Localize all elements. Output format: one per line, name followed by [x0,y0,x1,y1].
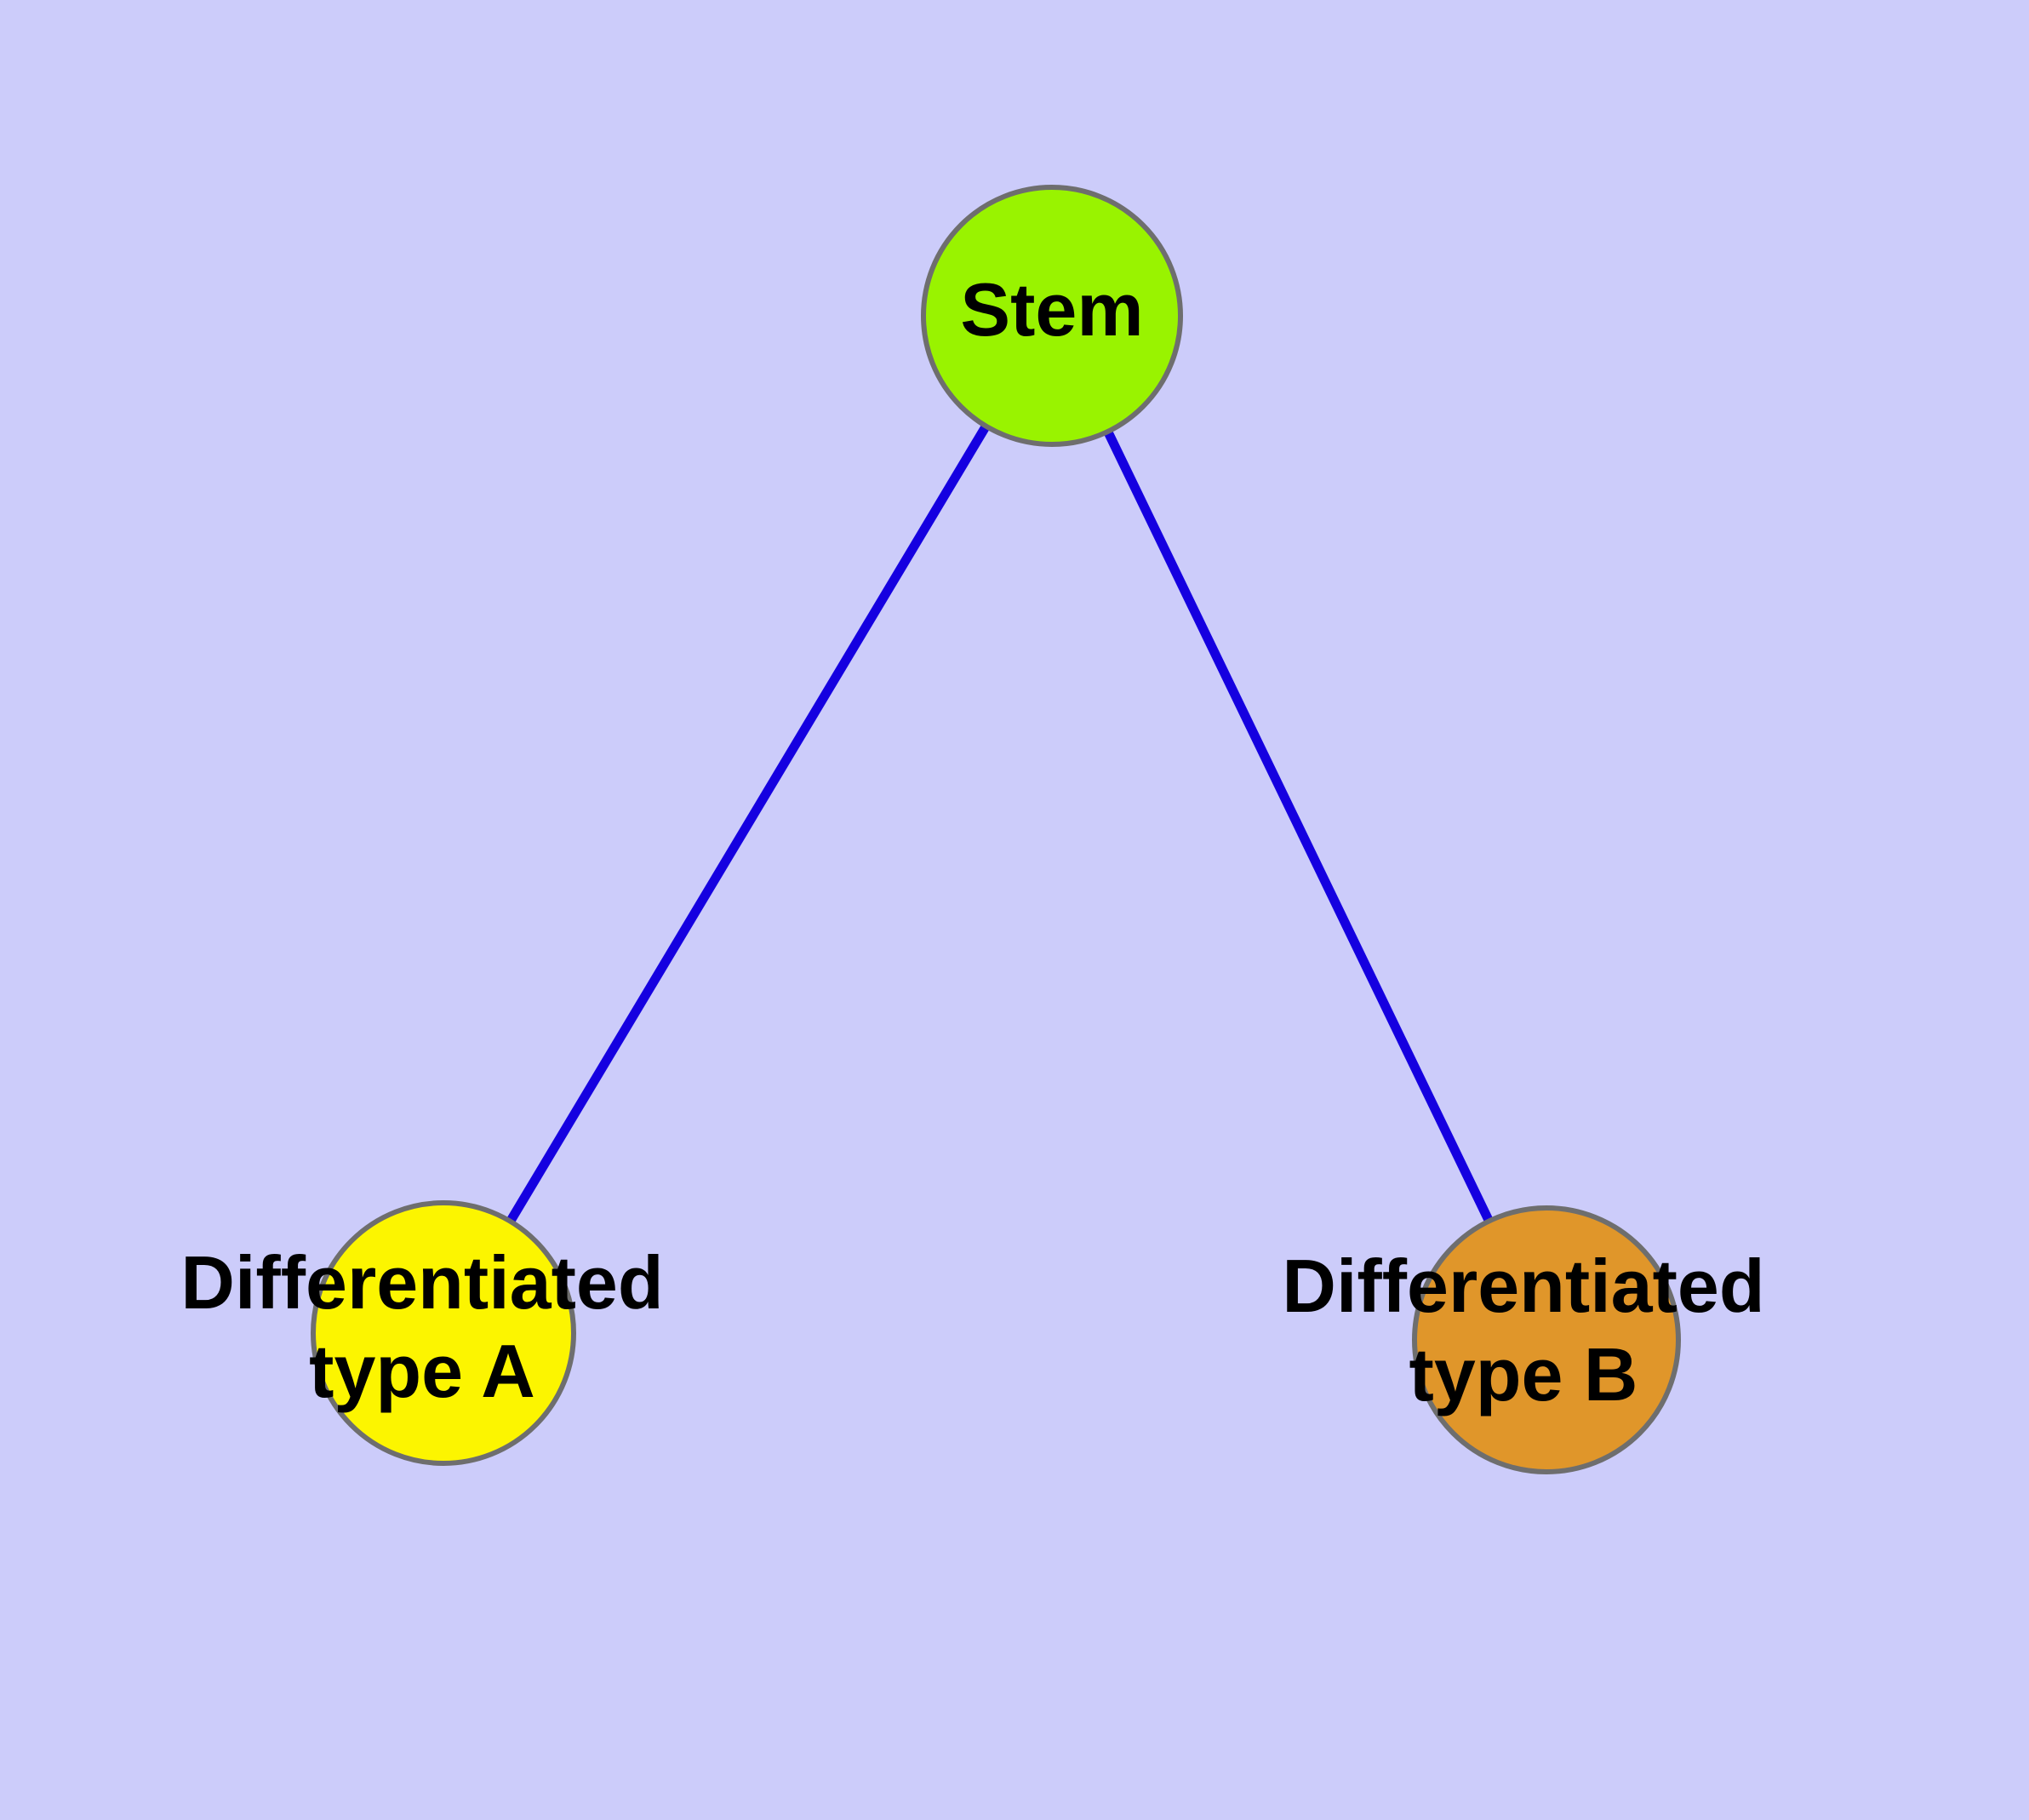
graph-node-label-line: Differentiated [1282,1244,1764,1328]
graph-edge-stem-to-diff-a[interactable] [439,313,1056,1336]
graph-node-label-line: type A [309,1329,535,1413]
graph-node-label-line: Differentiated [180,1240,663,1325]
graph-node-label-line: type B [1409,1332,1638,1417]
graph-edge-stem-to-diff-b[interactable] [1048,313,1551,1342]
nodes-layer [311,185,1681,1474]
graph-node-label-stem: Stem [960,267,1143,352]
graph-node-label-line: Stem [960,267,1143,352]
graph-node-diff-b[interactable] [1412,1205,1681,1474]
graph-node-stem[interactable] [921,185,1183,447]
edges-layer [439,313,1551,1342]
graph-node-diff-a[interactable] [311,1200,576,1466]
